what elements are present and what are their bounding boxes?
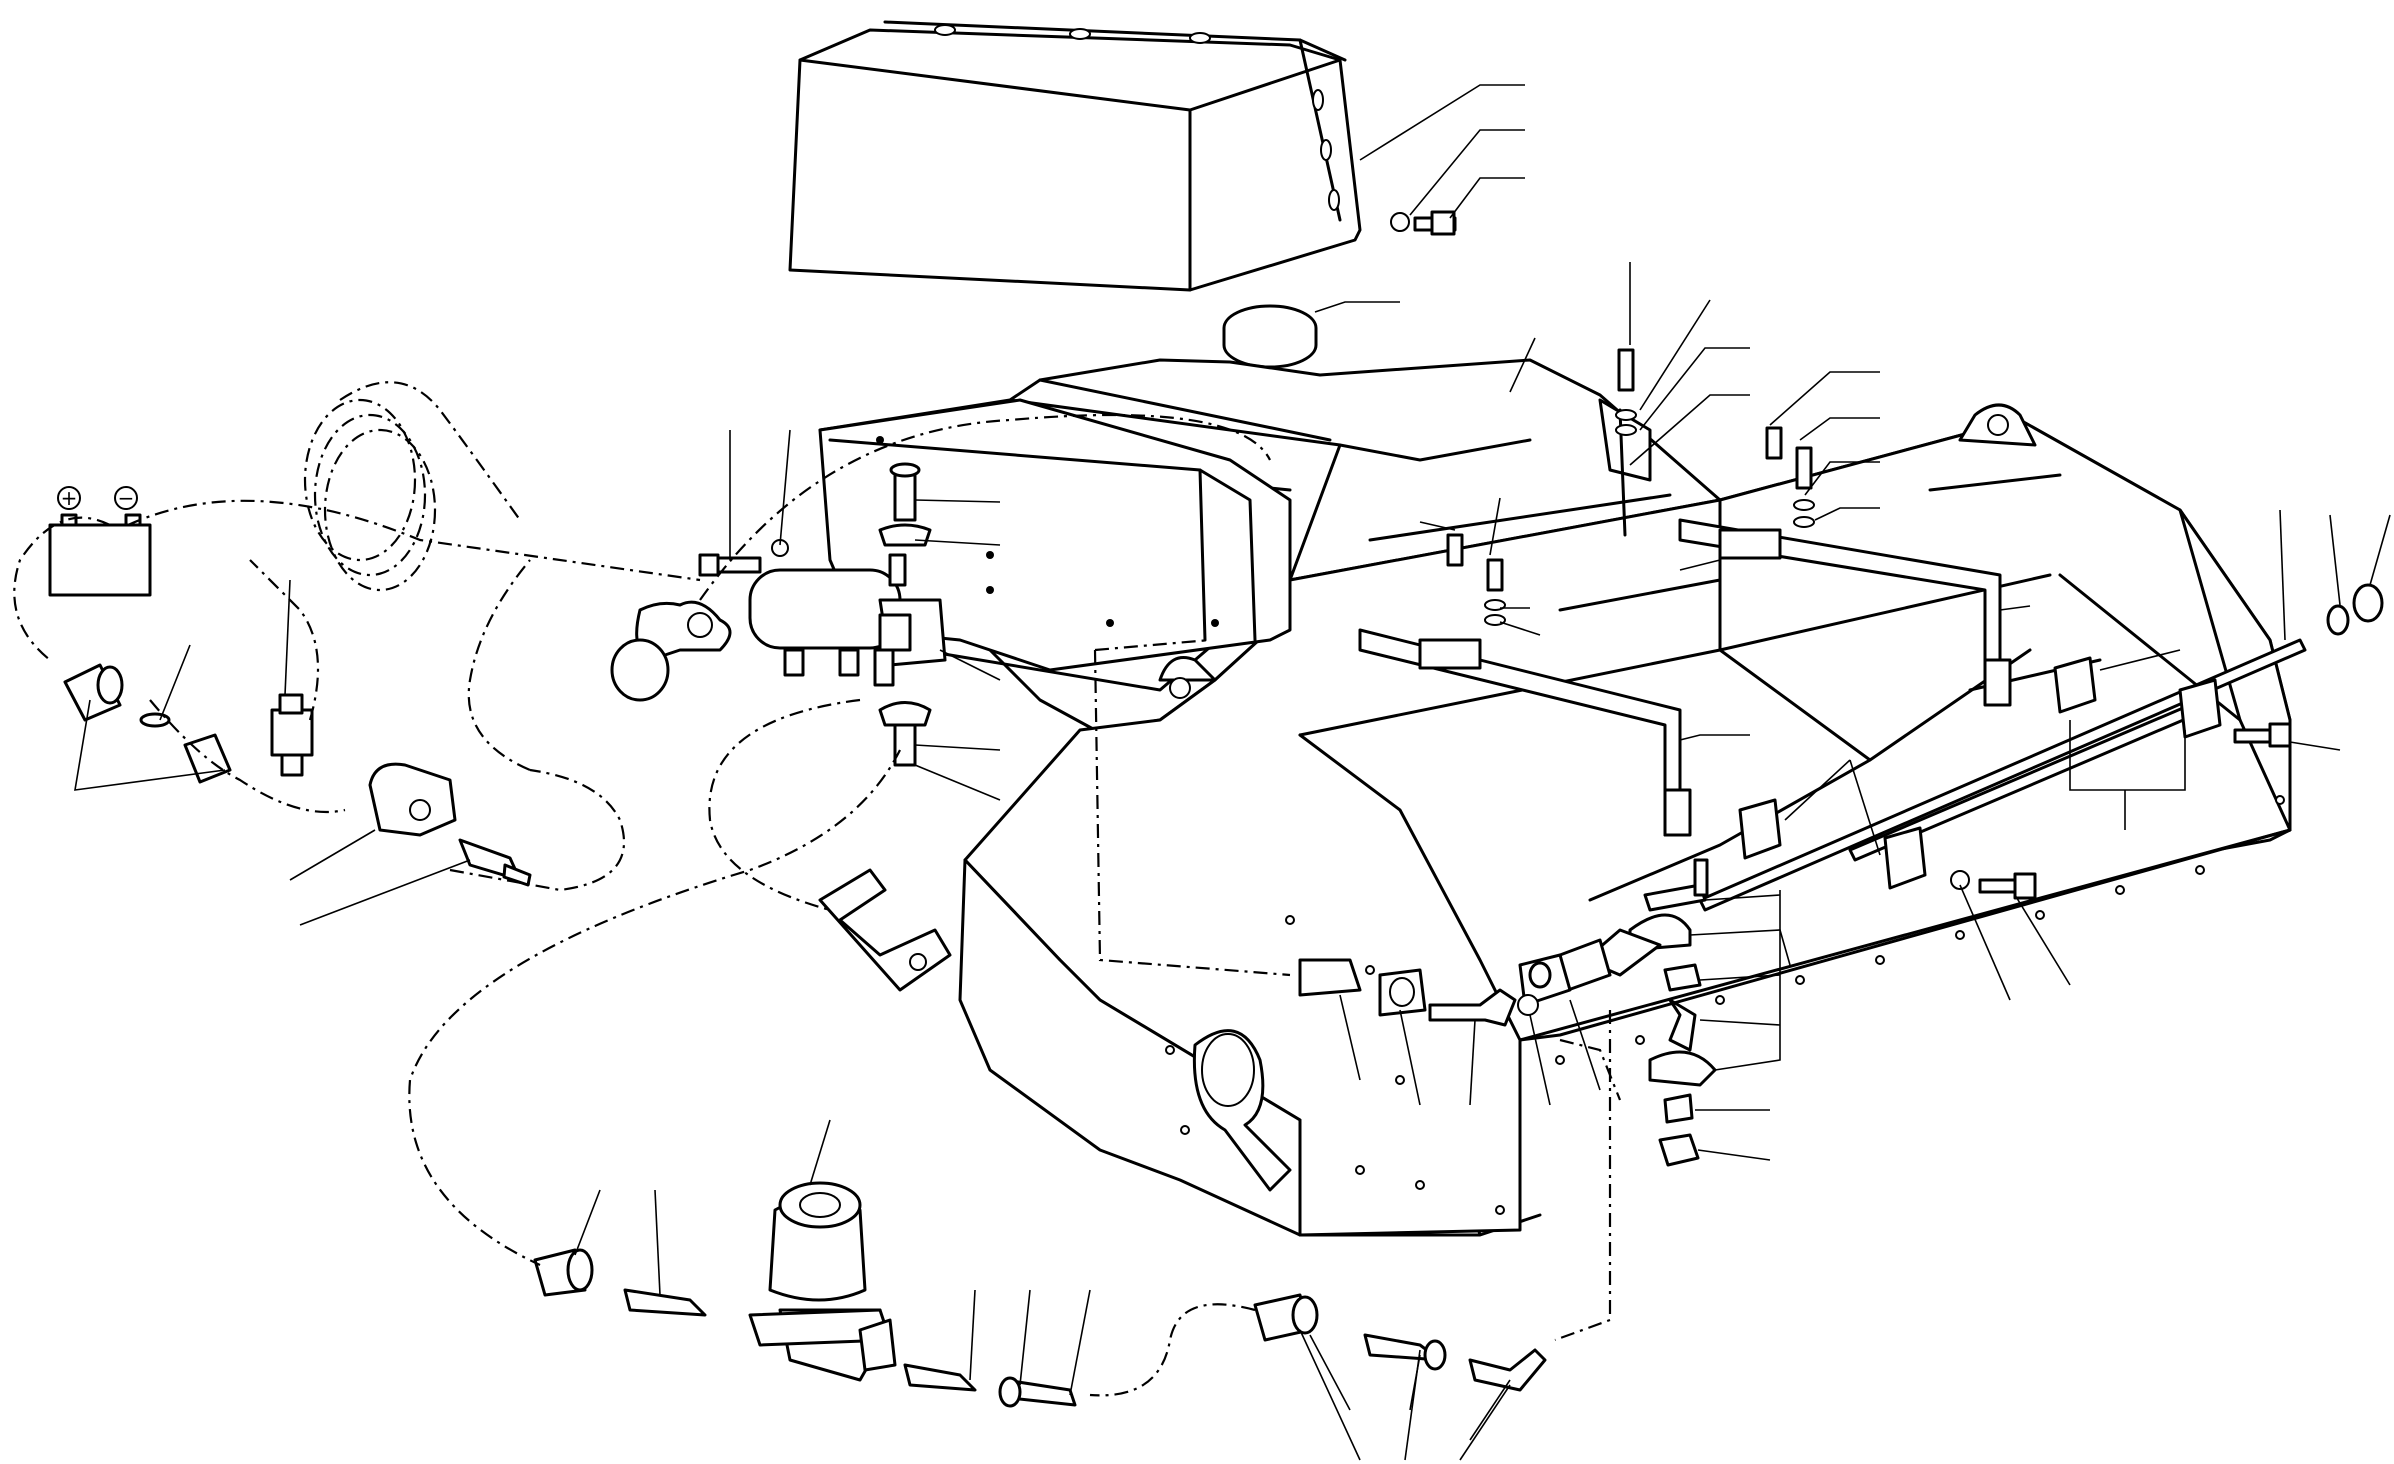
- cover-washer: [1390, 212, 1410, 232]
- fuel-pump-solenoid: [748, 553, 947, 687]
- support-bracket-left: [1358, 628, 1692, 837]
- small-fittings: [1298, 858, 1717, 1167]
- cover-bolt: [1413, 210, 1457, 236]
- upright-bracket: [1598, 398, 1652, 537]
- hose-nipple-c: [1363, 1333, 1447, 1371]
- battery: + −: [48, 486, 152, 597]
- sender-probe: [458, 838, 532, 887]
- angle-bracket: [818, 868, 952, 992]
- pressure-switch: [270, 693, 314, 777]
- hose-nipple-b: [903, 1363, 977, 1392]
- leader-lines: [74, 84, 2391, 1461]
- pump-mount-bolt: [698, 539, 789, 577]
- battery-negative-terminal: −: [118, 486, 135, 510]
- clamp-blocks: [1738, 656, 2222, 890]
- hose-clamp-b: [998, 1376, 1077, 1408]
- filter-housing: [748, 1181, 897, 1382]
- rail-bolt-holes: [1165, 795, 2285, 1215]
- clamp-bolt: [1950, 722, 2292, 900]
- hose-clamp-c: [1253, 1293, 1319, 1342]
- bracket-bolts: [1446, 348, 1815, 626]
- top-cover: [788, 20, 1362, 292]
- sender-housing: [368, 762, 457, 837]
- pump-mount-bracket: [610, 600, 732, 702]
- elbow-fitting: [1468, 1348, 1547, 1392]
- support-bracket-right: [1678, 518, 2012, 707]
- hose-nipple-a: [623, 1288, 707, 1317]
- fuse-holder: [63, 663, 124, 722]
- hose-clamp-a: [533, 1248, 594, 1297]
- wiring-harness: [13, 381, 1622, 1397]
- battery-positive-terminal: +: [61, 486, 78, 510]
